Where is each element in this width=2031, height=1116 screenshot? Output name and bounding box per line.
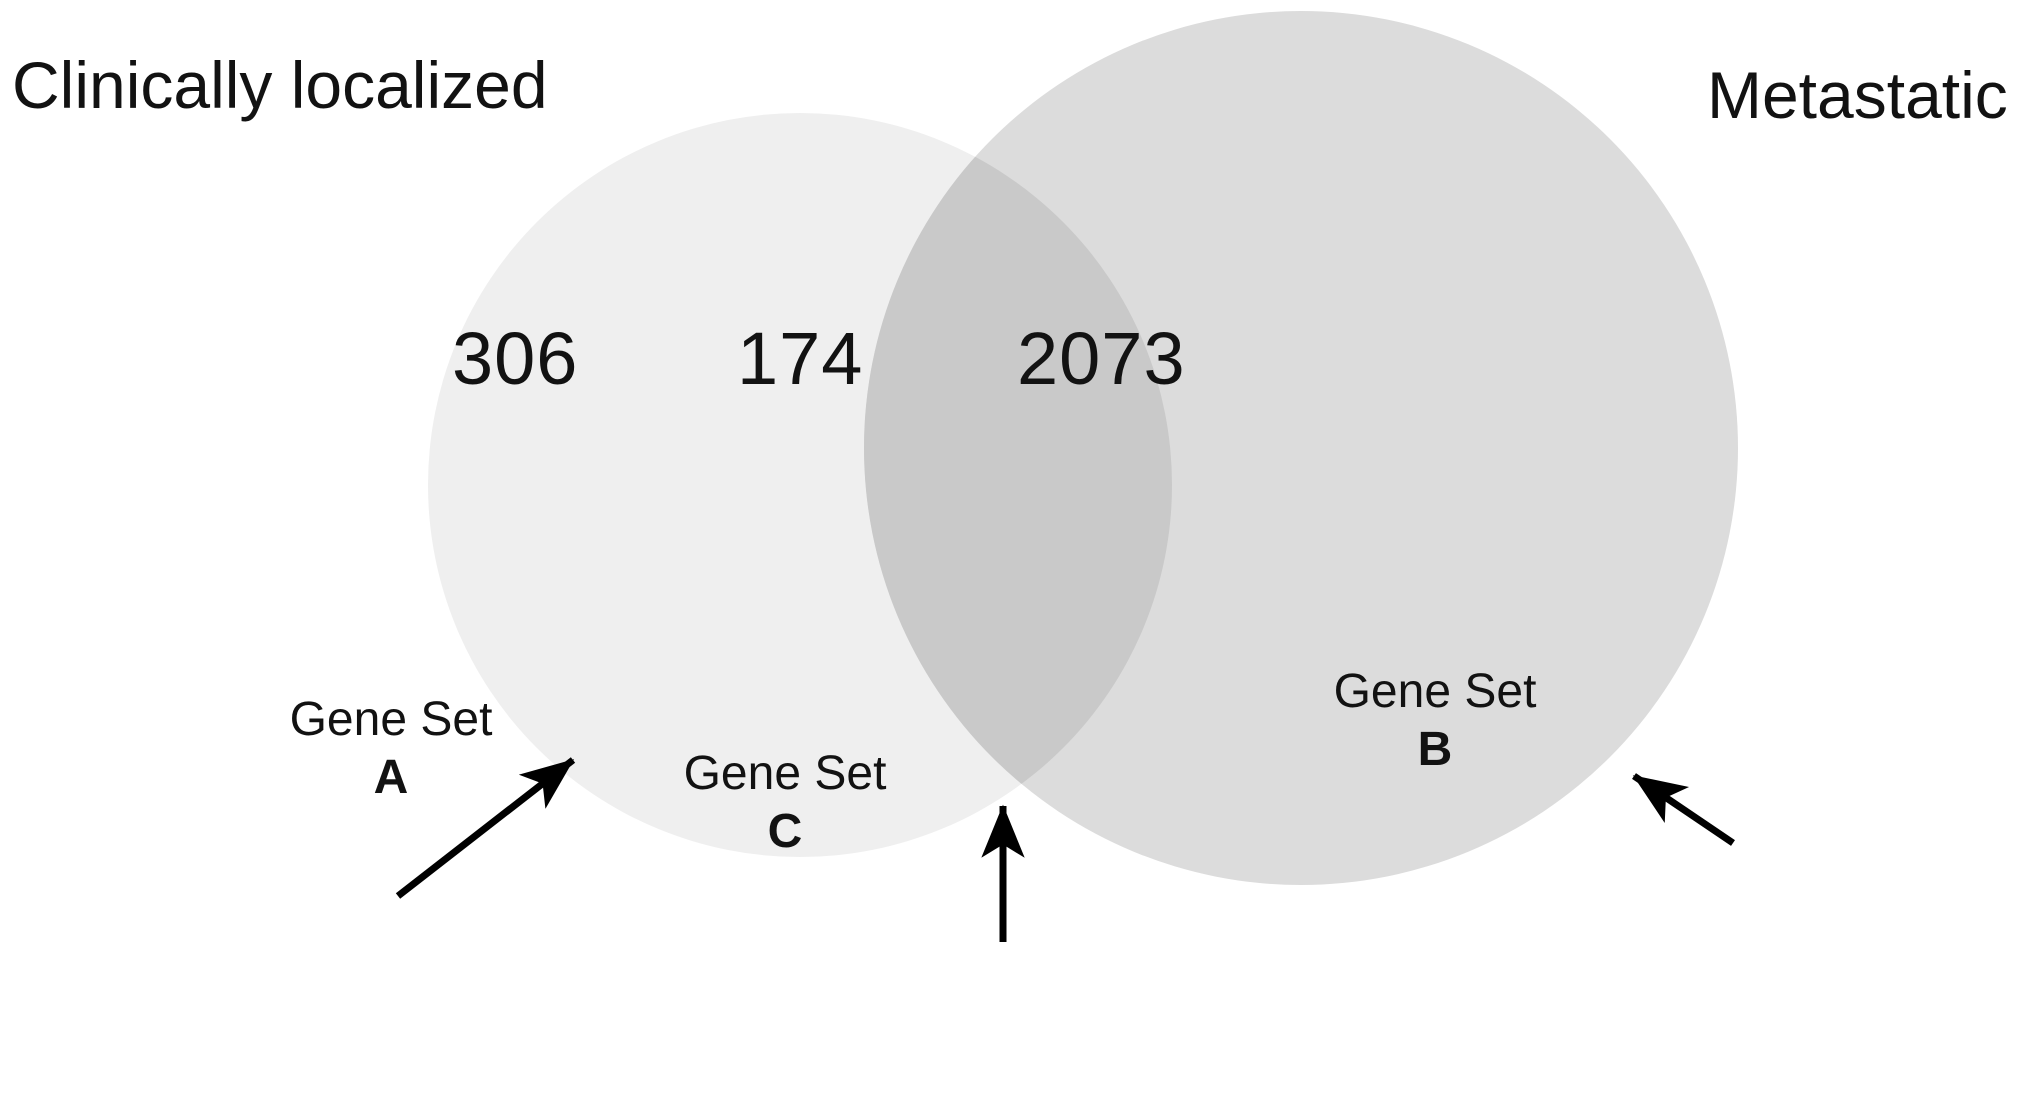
annotation-b-line2: B [1417, 723, 1453, 776]
annotation-a-line1: Gene Set [289, 693, 493, 746]
annotation-gene-set-b: Gene Set B [1310, 668, 1560, 774]
arrow-gene-set-a [395, 757, 576, 899]
annotation-c-line1: Gene Set [683, 747, 887, 800]
annotation-gene-set-a: Gene Set A [266, 696, 516, 802]
annotation-a-line2: A [373, 751, 409, 804]
annotation-gene-set-c: Gene Set C [660, 750, 910, 856]
arrow-gene-set-b [1632, 773, 1735, 846]
intersection-count: 174 [737, 317, 864, 400]
left-only-count: 306 [452, 317, 579, 400]
annotation-b-line1: Gene Set [1333, 665, 1537, 718]
right-only-count: 2073 [1017, 317, 1186, 400]
right-set-title: Metastatic [1707, 58, 2008, 132]
left-set-title: Clinically localized [12, 48, 548, 122]
annotation-c-line2: C [767, 805, 803, 858]
